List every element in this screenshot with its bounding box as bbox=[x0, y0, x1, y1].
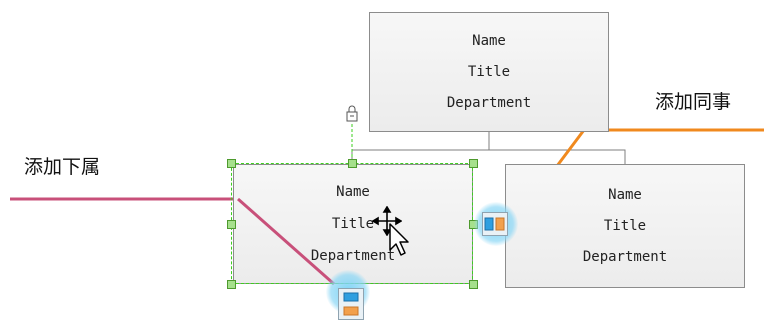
resize-handle-bottom-left[interactable] bbox=[227, 280, 236, 289]
resize-handle-top-right[interactable] bbox=[469, 159, 478, 168]
node-title: Title bbox=[331, 216, 375, 232]
resize-handle-top-left[interactable] bbox=[227, 159, 236, 168]
node-name: Name bbox=[608, 186, 642, 203]
org-node-colleague[interactable]: Name Title Department bbox=[505, 164, 745, 288]
mouse-pointer-icon bbox=[389, 223, 409, 256]
node-title: Title bbox=[467, 63, 511, 80]
lock-icon[interactable] bbox=[344, 104, 360, 124]
org-node-manager[interactable]: Name Title Department bbox=[369, 12, 609, 132]
add-colleague-icon[interactable] bbox=[482, 212, 508, 236]
add-colleague-label: 添加同事 bbox=[655, 92, 732, 113]
node-department: Department bbox=[310, 248, 396, 264]
resize-handle-top[interactable] bbox=[348, 159, 357, 168]
node-name: Name bbox=[336, 184, 370, 200]
move-cursor-icon bbox=[372, 206, 402, 236]
node-name: Name bbox=[472, 32, 506, 49]
org-node-subordinate[interactable]: Name Title Department bbox=[233, 164, 473, 284]
org-connector-line bbox=[489, 149, 626, 164]
node-department: Department bbox=[446, 94, 532, 111]
add-subordinate-icon[interactable] bbox=[338, 288, 364, 320]
add-subordinate-label: 添加下属 bbox=[24, 157, 101, 178]
node-department: Department bbox=[582, 248, 668, 265]
node-title: Title bbox=[603, 217, 647, 234]
resize-handle-left[interactable] bbox=[227, 220, 236, 229]
resize-handle-bottom-right[interactable] bbox=[469, 280, 478, 289]
